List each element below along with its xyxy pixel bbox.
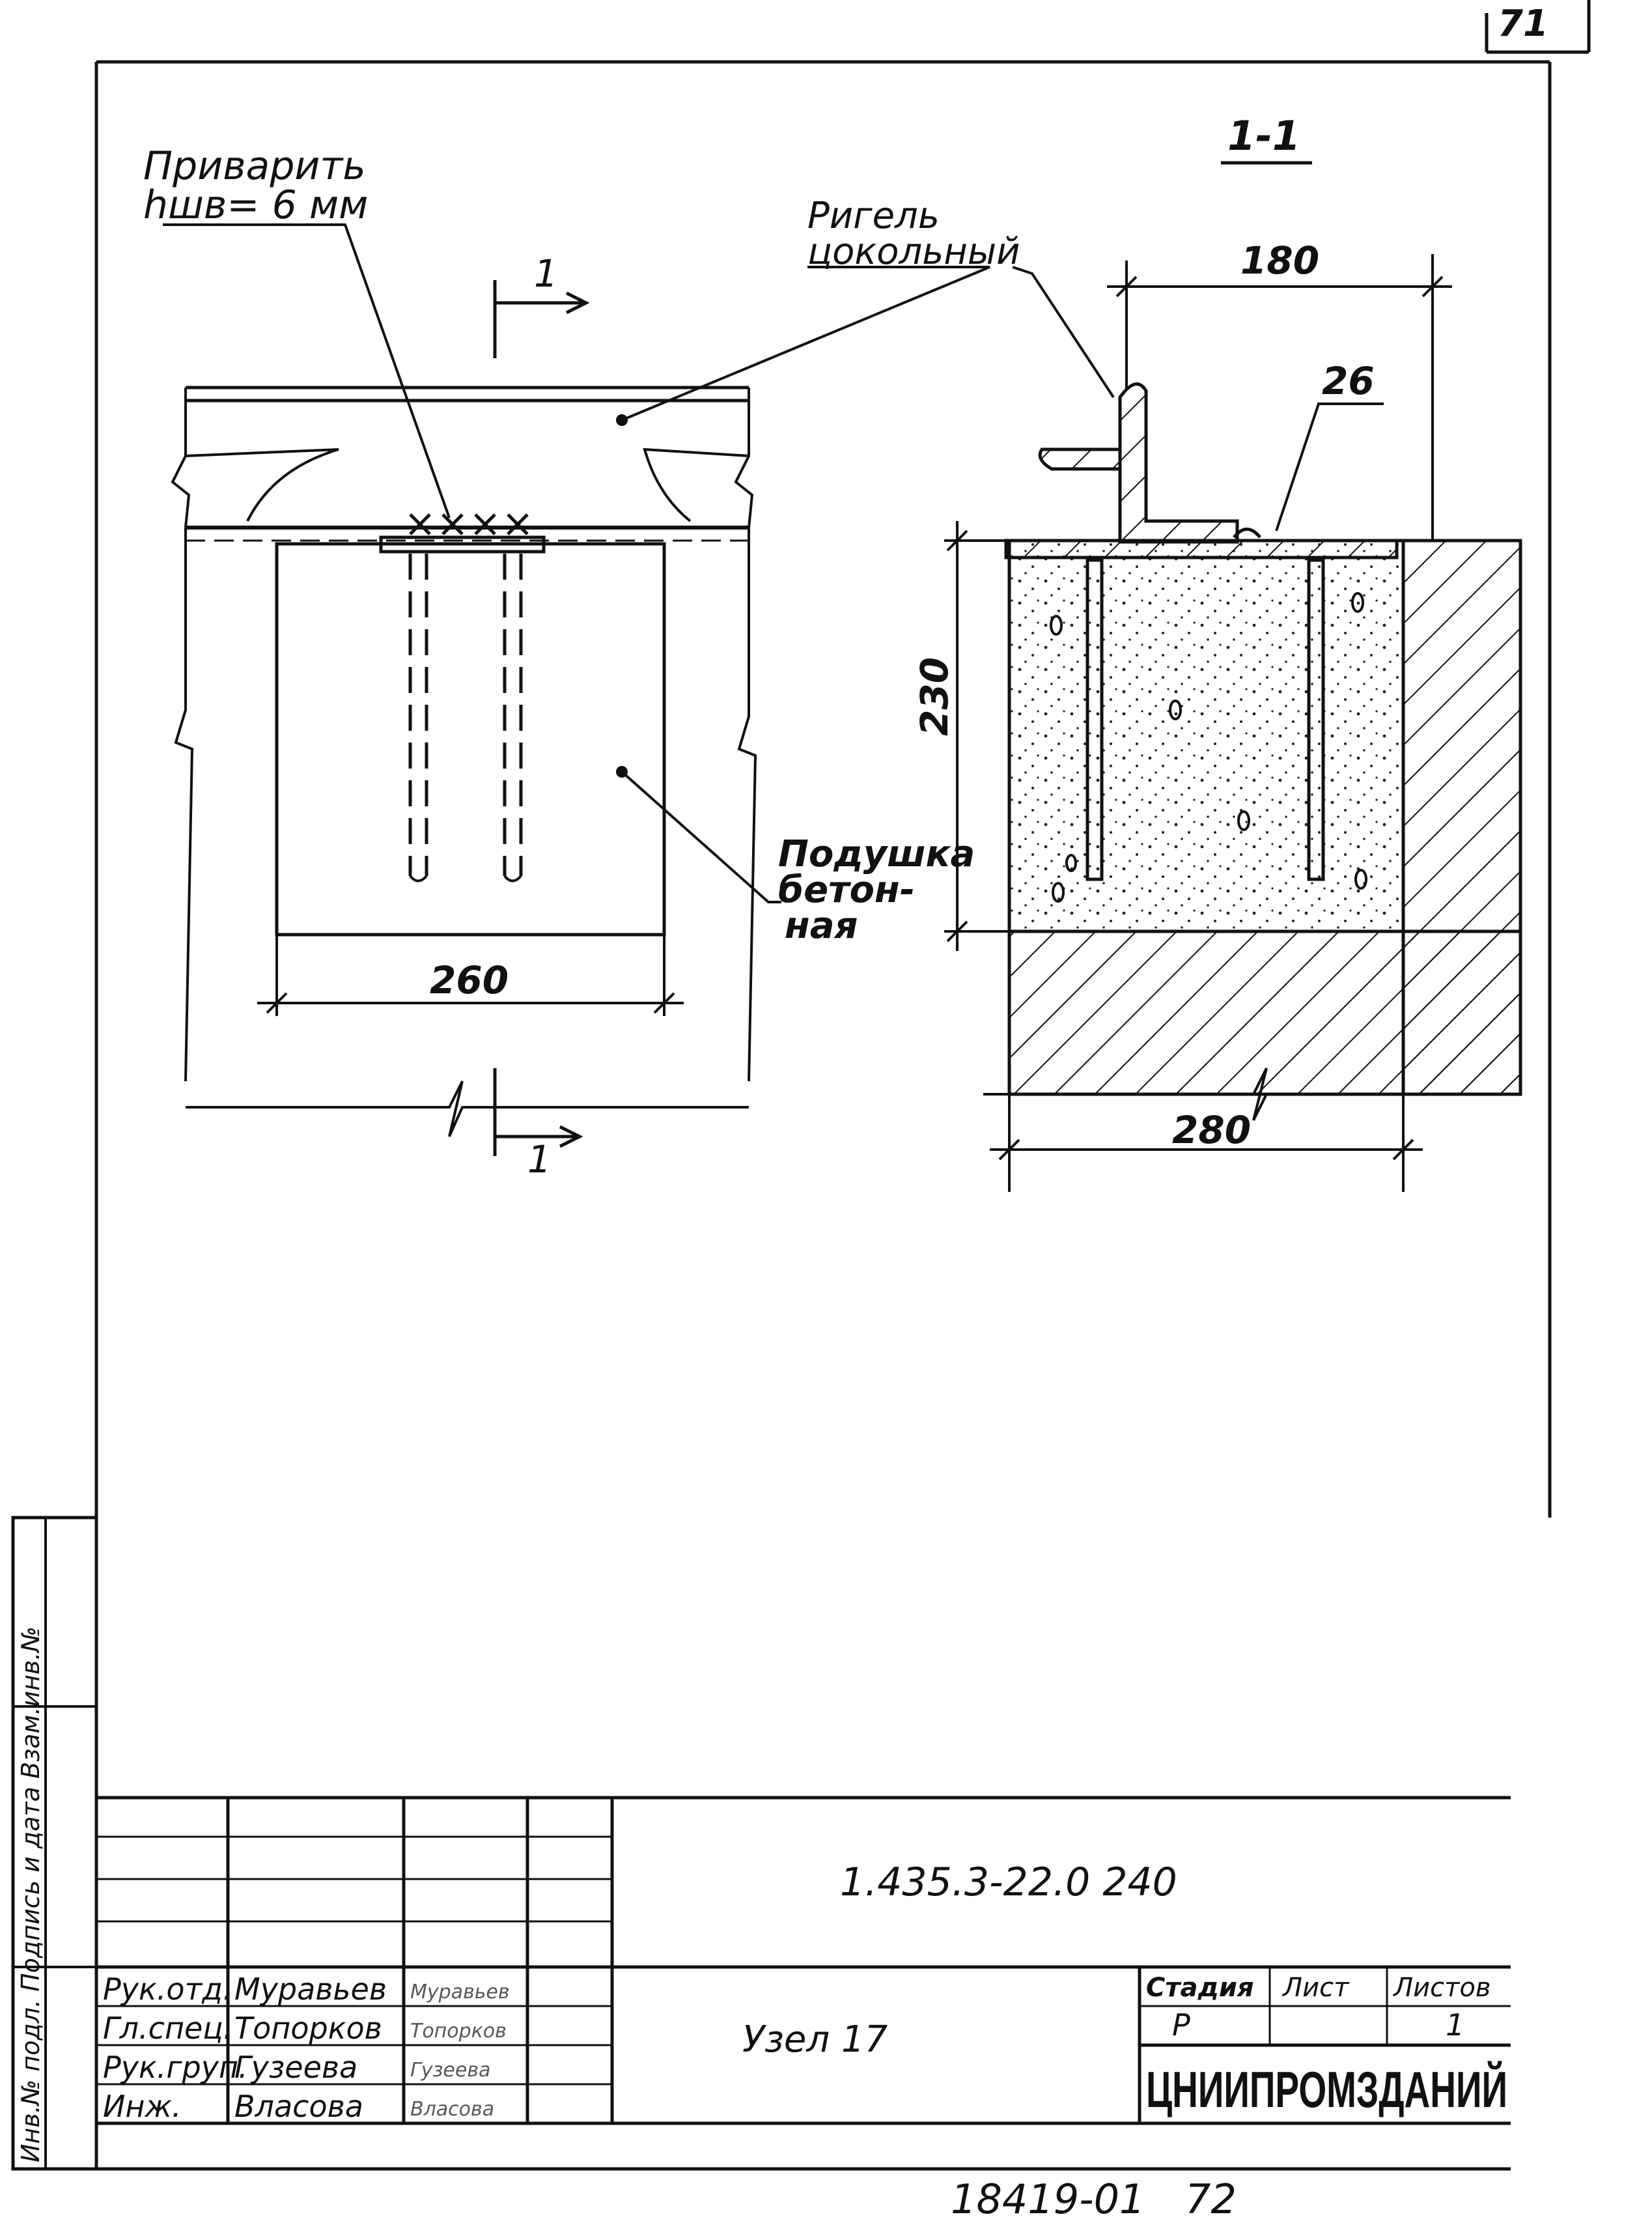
left-view: Приварить hшв= 6 мм Ригель цокольный 1 1 [143, 143, 1020, 1181]
signature-row: Инж. Власова Власова [103, 2089, 494, 2124]
side-stamp-text: Инв.№ подл. Подпись и дата Взам.инв.№ [16, 1626, 45, 2162]
dim-180 [1107, 254, 1452, 541]
weld-size: 26 [1322, 359, 1375, 403]
pad-label-line1: Подушка [778, 833, 975, 875]
section-bars [1085, 558, 1325, 881]
pad-section [1007, 539, 1405, 933]
page-number: 71 [1498, 3, 1548, 45]
dim-230 [944, 521, 1016, 951]
signature: Муравьев [410, 1981, 510, 2003]
cut-mark-top [493, 280, 590, 358]
role: Гл.спец. [103, 2011, 232, 2046]
dim-width-left: 260 [430, 958, 509, 1002]
cut-mark-top-label: 1 [534, 251, 558, 296]
pad-label-line3: ная [785, 905, 858, 947]
signature-row: Рук.отд. Муравьев Муравьев [103, 1972, 510, 2007]
drawing-name: Узел 17 [742, 2018, 888, 2061]
signature: Топорков [410, 2020, 507, 2043]
signature-row: Гл.спец. Топорков Топорков [103, 2011, 507, 2046]
foundation-masonry [1007, 929, 1522, 1096]
title-block [96, 1796, 1511, 2125]
copy-number: 72 [1185, 2175, 1237, 2221]
weld-marks [409, 513, 529, 535]
doc-code: 1.435.3-22.0 240 [840, 1860, 1177, 1905]
name: Гузеева [234, 2050, 357, 2085]
side-stamp: Инв.№ подл. Подпись и дата Взам.инв.№ [11, 1516, 98, 2171]
pad-label-line2: бетон- [778, 869, 915, 911]
role: Инж. [103, 2089, 182, 2124]
weld-note-line1: Приварить [143, 143, 366, 189]
sheet-header: Лист [1281, 1973, 1350, 2003]
cut-mark-bottom-label: 1 [527, 1137, 552, 1181]
angle-profile [1118, 382, 1239, 544]
dim-width-section: 280 [1172, 1108, 1251, 1152]
role: Рук.груп. [103, 2050, 248, 2085]
name: Топорков [234, 2011, 382, 2046]
signature: Гузеева [410, 2059, 490, 2082]
signature-row: Рук.груп. Гузеева Гузеева [103, 2050, 490, 2085]
inventory-number: 18419-01 [951, 2175, 1145, 2221]
girder-label-line2: цокольный [807, 231, 1020, 273]
sheets-header: Листов [1392, 1973, 1491, 2003]
weld-note-line2: hшв= 6 мм [143, 182, 368, 228]
embedded-plate [379, 535, 546, 554]
dim-height: 230 [912, 657, 957, 736]
anchor-bars [408, 554, 523, 876]
name: Муравьев [234, 1972, 387, 2007]
cut-mark-bottom [493, 1068, 583, 1156]
stage-header: Стадия [1146, 1973, 1254, 2003]
organization: ЦНИИПРОМЗДАНИЙ [1146, 2061, 1507, 2118]
concrete-pad [275, 542, 666, 937]
dim-flange: 180 [1240, 238, 1319, 283]
dim-280 [990, 1094, 1423, 1192]
pad-leader-dot [616, 766, 628, 778]
section-weld [1233, 528, 1261, 539]
sheets-value: 1 [1446, 2007, 1464, 2043]
aggregate-stones [1050, 592, 1367, 903]
girder-leader-dot [616, 414, 628, 426]
angle-leg [1038, 447, 1122, 471]
signature: Власова [410, 2098, 494, 2121]
stage-value: Р [1172, 2007, 1190, 2043]
section-view: 1-1 [912, 112, 1522, 1192]
section-title: 1-1 [1227, 112, 1300, 160]
role: Рук.отд. [103, 1972, 232, 2007]
name: Власова [234, 2089, 363, 2124]
girder-label-line1: Ригель [807, 195, 940, 237]
dim-260-left [257, 935, 684, 1016]
